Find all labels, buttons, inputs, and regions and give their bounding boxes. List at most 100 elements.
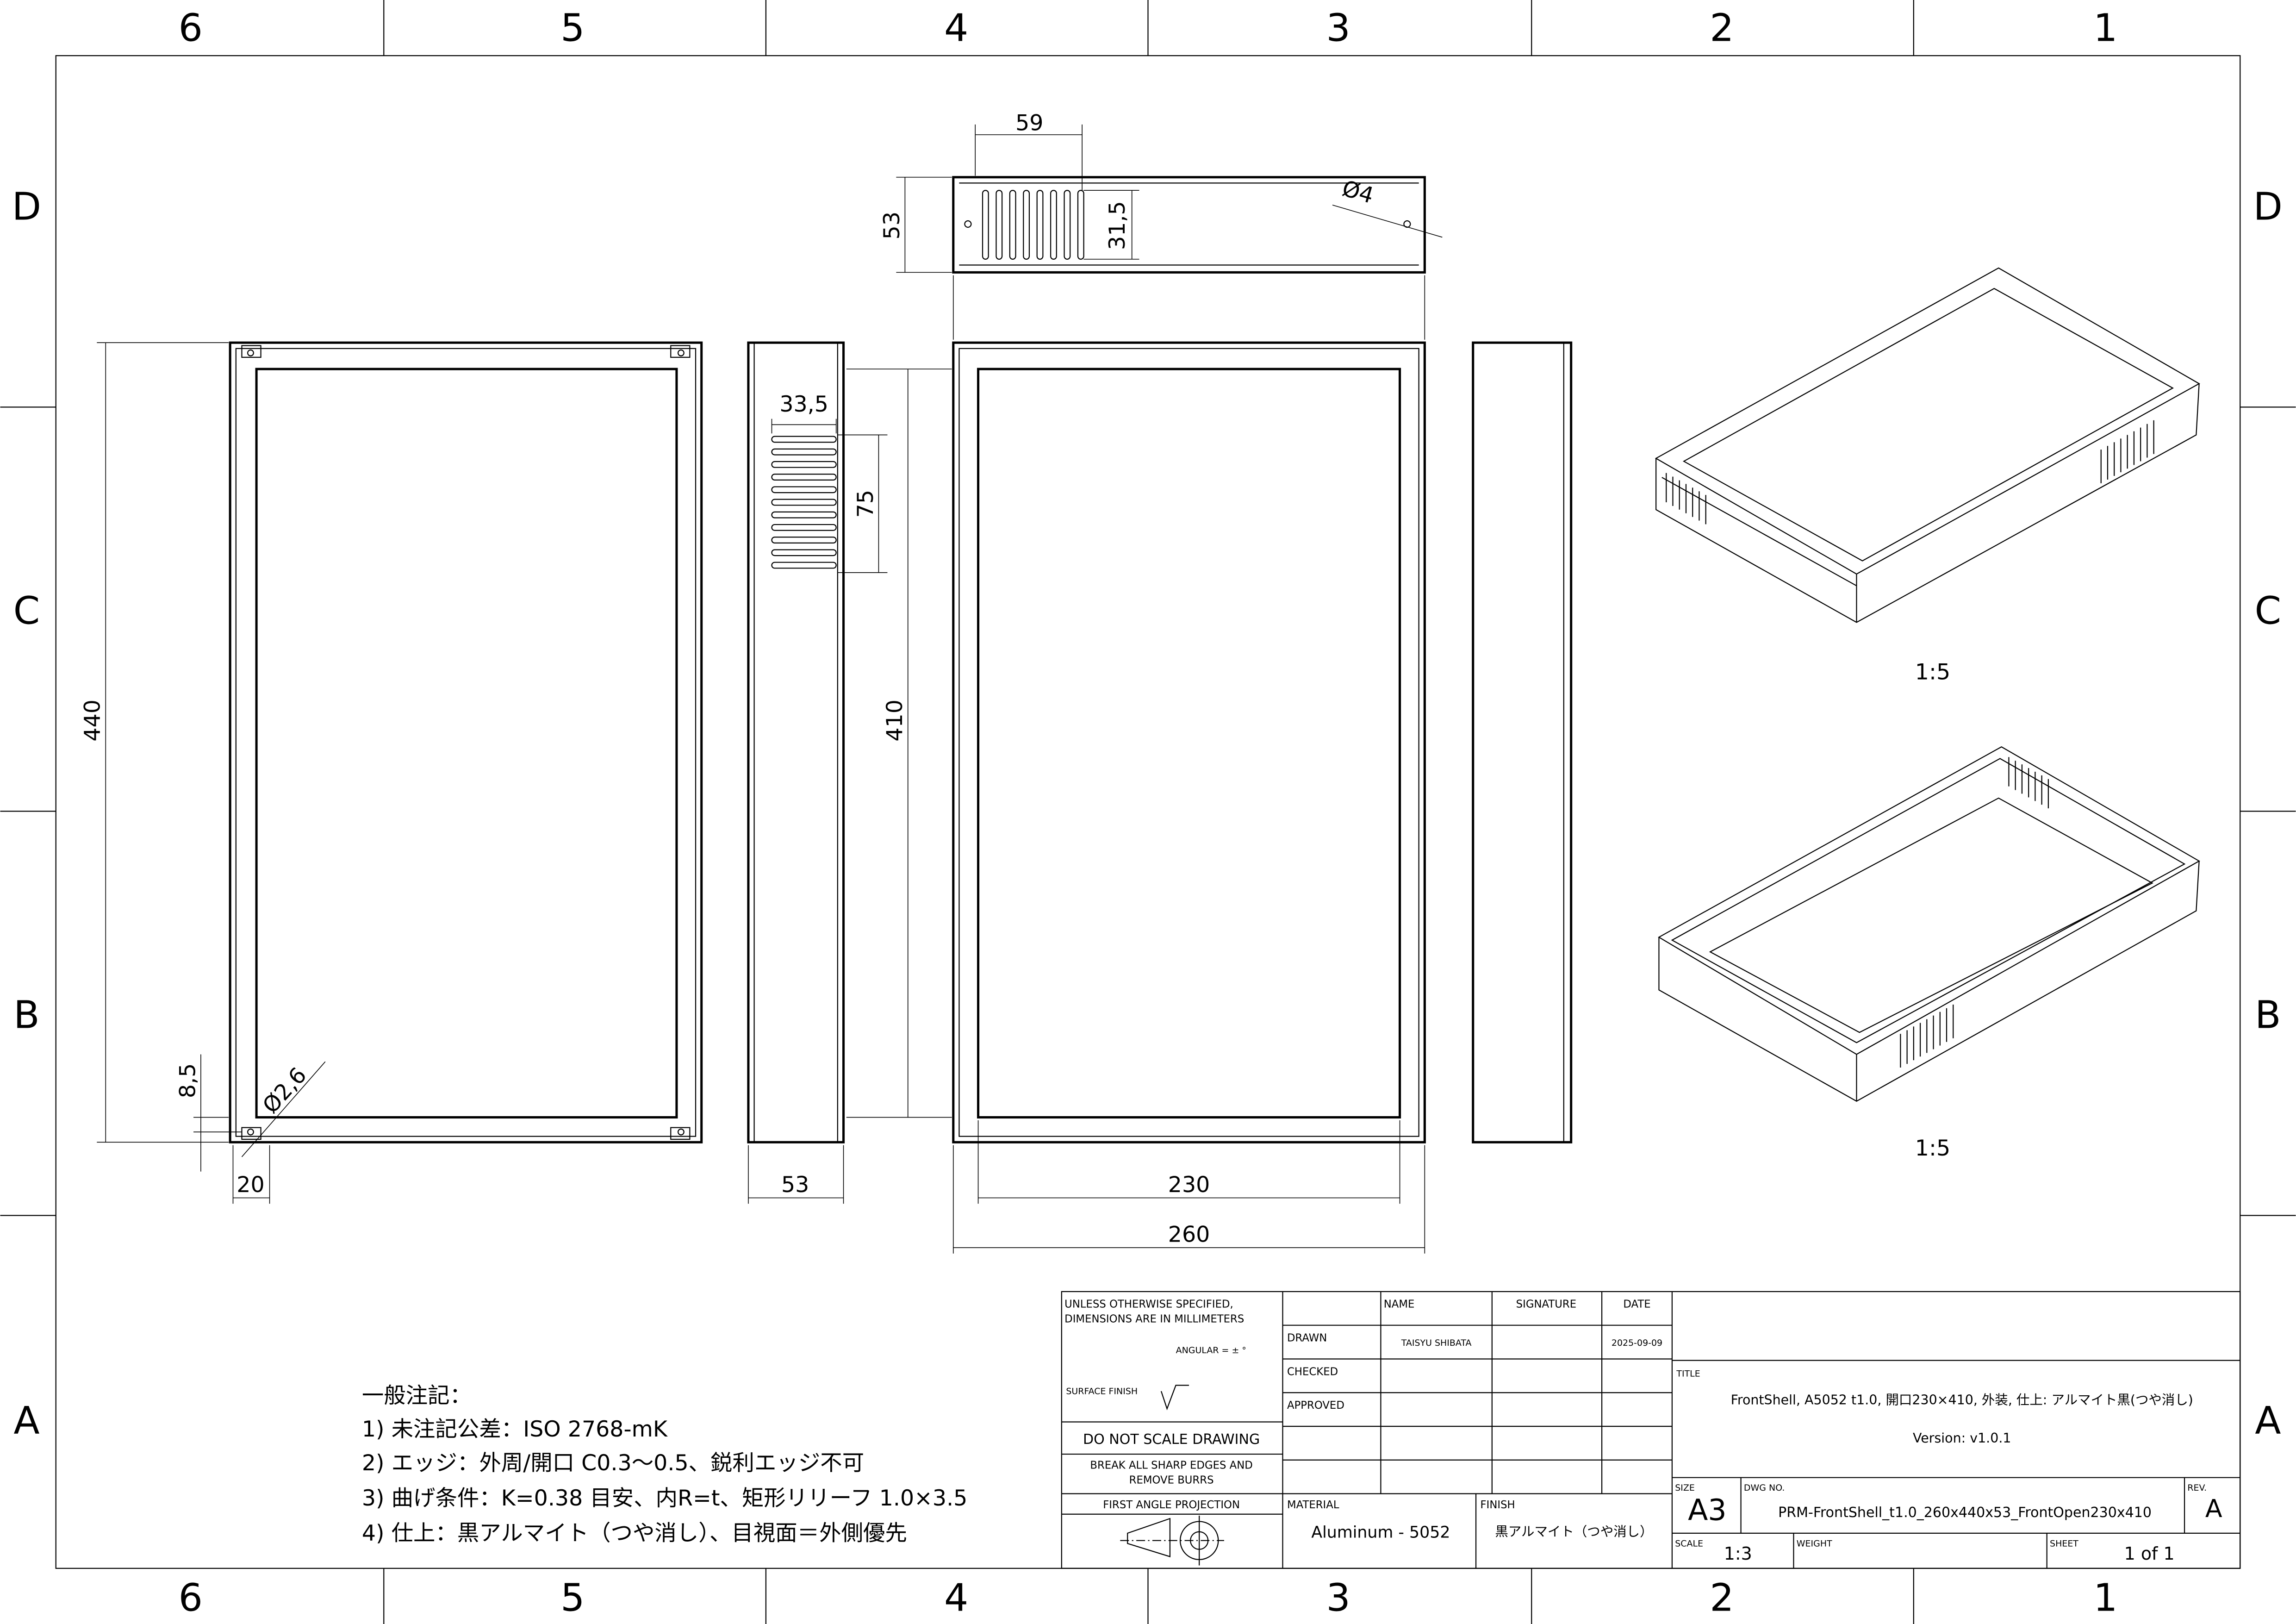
zone-row-right: A — [2255, 1399, 2281, 1443]
zone-row-right: C — [2255, 589, 2281, 633]
zone-row-left: A — [13, 1399, 39, 1443]
surface-finish-label: SURFACE FINISH — [1066, 1386, 1138, 1396]
zone-col-top: 2 — [1710, 6, 1734, 50]
break-edges-1: BREAK ALL SHARP EDGES AND — [1090, 1460, 1252, 1472]
zone-col-bottom: 3 — [1326, 1576, 1350, 1620]
iso-vent-slots — [1666, 420, 2154, 525]
vent-slot — [771, 461, 837, 468]
iso-view-2-scale: 1:5 — [1915, 1136, 1950, 1161]
drawing-title: FrontShell, A5052 t1.0, 開口230×410, 外装, 仕… — [1731, 1393, 2193, 1408]
zone-col-top: 3 — [1326, 6, 1350, 50]
surface-finish-icon — [1160, 1385, 1189, 1411]
sheet-label: SHEET — [2050, 1538, 2078, 1549]
weight-label: WEIGHT — [1797, 1538, 1832, 1549]
top-hole-left — [964, 220, 972, 228]
side-view-left — [747, 341, 845, 1143]
zone-row-left: D — [12, 185, 41, 229]
dim-overall-height: 440 — [80, 700, 106, 742]
zone-col-top: 1 — [2093, 6, 2117, 50]
zone-col-top: 6 — [179, 6, 203, 50]
zone-col-bottom: 1 — [2093, 1576, 2117, 1620]
vent-slot — [771, 474, 837, 481]
tolerance-note-1: UNLESS OTHERWISE SPECIFIED, — [1064, 1299, 1233, 1311]
note-item: 1) 未注記公差：ISO 2768-mK — [362, 1417, 668, 1442]
vent-slot — [771, 511, 837, 518]
dimension-texts: 59 53 31,5 Ø4 440 33,5 75 410 8,5 Ø2,6 2… — [80, 111, 1376, 1248]
rev-value: A — [2205, 1494, 2222, 1523]
front-view-left — [229, 341, 703, 1143]
general-notes: 一般注記： 1) 未注記公差：ISO 2768-mK 2) エッジ：外周/開口 … — [362, 1383, 968, 1546]
title-label: TITLE — [1676, 1368, 1700, 1379]
zone-row-right: B — [2255, 993, 2281, 1037]
vent-slot — [1036, 190, 1044, 260]
col-signature: SIGNATURE — [1516, 1299, 1576, 1311]
angular-tolerance: ANGULAR = ± ° — [1176, 1345, 1246, 1355]
vent-slot — [982, 190, 989, 260]
dim-top-height: 53 — [879, 212, 905, 239]
dim-top-slot-width: 59 — [1015, 111, 1043, 136]
checked-label: CHECKED — [1287, 1366, 1338, 1378]
vent-slot — [771, 436, 837, 443]
iso-view-1-scale: 1:5 — [1915, 660, 1950, 685]
dwg-no-label: DWG NO. — [1744, 1483, 1785, 1493]
dim-opening-height: 410 — [882, 700, 908, 742]
vent-slot — [771, 549, 837, 556]
do-not-scale: DO NOT SCALE DRAWING — [1083, 1431, 1260, 1448]
vent-slot — [1064, 190, 1071, 260]
tolerance-note-2: DIMENSIONS ARE IN MILLIMETERS — [1064, 1313, 1244, 1325]
vent-slot — [1009, 190, 1016, 260]
vent-slot — [1077, 190, 1084, 260]
vent-slot — [771, 524, 837, 531]
drawn-label: DRAWN — [1287, 1332, 1327, 1344]
dim-top-hole: Ø4 — [1339, 176, 1376, 209]
size-label: SIZE — [1675, 1483, 1695, 1493]
first-angle-projection-icon — [1120, 1515, 1224, 1566]
rev-label: REV. — [2187, 1483, 2207, 1493]
zone-row-left: C — [13, 589, 40, 633]
size-value: A3 — [1688, 1493, 1727, 1527]
dim-hole-offset-v: 8,5 — [175, 1063, 200, 1098]
zone-col-bottom: 2 — [1710, 1576, 1734, 1620]
drawn-name: TAISYU SHIBATA — [1401, 1338, 1472, 1348]
material-value: Aluminum - 5052 — [1311, 1523, 1450, 1542]
vent-slot — [771, 537, 837, 544]
iso-vent-slots — [1900, 757, 2049, 1068]
finish-value: 黒アルマイト（つや消し） — [1495, 1524, 1653, 1539]
vent-slot — [996, 190, 1003, 260]
col-date: DATE — [1623, 1299, 1650, 1311]
dwg-no-value: PRM-FrontShell_t1.0_260x440x53_FrontOpen… — [1778, 1505, 2152, 1521]
dim-hole-offset-h: 20 — [236, 1172, 264, 1198]
dim-top-slot-height: 31,5 — [1105, 201, 1130, 250]
finish-label: FINISH — [1481, 1499, 1515, 1511]
vent-slot — [771, 448, 837, 456]
vent-slot — [1050, 190, 1057, 260]
approved-label: APPROVED — [1287, 1399, 1344, 1412]
projection-label: FIRST ANGLE PROJECTION — [1103, 1499, 1240, 1511]
vent-slot — [1023, 190, 1030, 260]
side-vent-slots — [771, 436, 837, 569]
notes-heading: 一般注記： — [362, 1383, 472, 1408]
sheet-value: 1 of 1 — [2124, 1543, 2175, 1564]
top-view — [952, 176, 1426, 274]
drawn-date: 2025-09-09 — [1612, 1338, 1662, 1348]
front-view-center — [952, 341, 1426, 1143]
note-item: 3) 曲げ条件：K=0.38 目安、内R=t、矩形リリーフ 1.0×3.5 — [362, 1486, 968, 1511]
note-item: 4) 仕上：黒アルマイト（つや消し）、目視面＝外側優先 — [362, 1521, 907, 1546]
zone-col-bottom: 6 — [179, 1576, 203, 1620]
dim-overall-width: 260 — [1168, 1222, 1210, 1247]
isometric-view-2: 1:5 — [1658, 746, 2200, 1161]
note-item: 2) エッジ：外周/開口 C0.3〜0.5、鋭利エッジ不可 — [362, 1450, 864, 1476]
scale-value: 1:3 — [1724, 1543, 1752, 1564]
dim-hole-dia: Ø2,6 — [258, 1062, 311, 1118]
dim-side-slot-width: 33,5 — [779, 392, 828, 417]
col-name: NAME — [1384, 1299, 1415, 1311]
dim-depth: 53 — [781, 1172, 809, 1198]
zone-col-top: 5 — [560, 6, 585, 50]
dim-opening-width: 230 — [1168, 1172, 1210, 1198]
drawing-version: Version: v1.0.1 — [1913, 1430, 2011, 1446]
dim-side-slot-height: 75 — [853, 490, 878, 518]
top-vent-slots — [982, 190, 1084, 260]
material-label: MATERIAL — [1287, 1499, 1339, 1511]
zone-row-left: B — [13, 993, 39, 1037]
